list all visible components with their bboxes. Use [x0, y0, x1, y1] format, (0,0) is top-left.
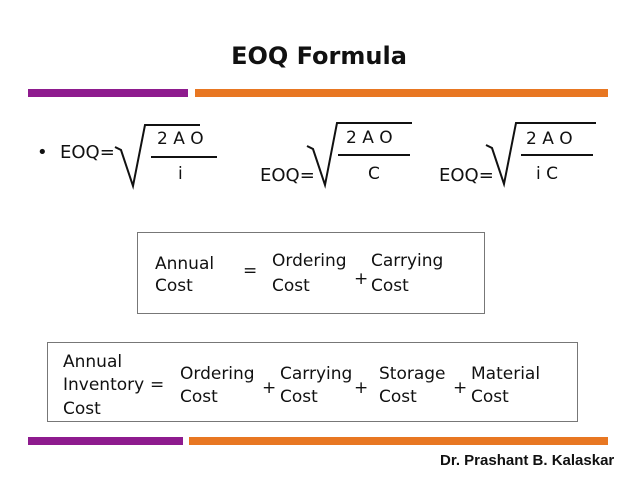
formula-1-denominator: i — [178, 164, 183, 184]
eq2-term-storage-line2: Cost — [379, 387, 417, 407]
top-accent-bar-purple — [28, 89, 188, 97]
formula-1-label: EOQ= — [60, 142, 115, 163]
eq2-term-carrying-line1: Carrying — [280, 364, 353, 384]
author-credit: Dr. Prashant B. Kalaskar — [440, 452, 615, 469]
equation-box-annual-inventory-cost — [47, 342, 578, 422]
eq1-equals: = — [243, 261, 258, 281]
eq2-equals: = — [150, 375, 165, 395]
eq1-term1-line2: Cost — [272, 276, 310, 296]
formula-2-denominator: C — [368, 164, 380, 184]
eq2-term-ordering-line1: Ordering — [180, 364, 255, 384]
top-accent-bar-orange — [195, 89, 608, 97]
fraction-bar-2 — [338, 154, 410, 156]
eq2-plus-2: + — [354, 378, 369, 398]
eq1-plus: + — [354, 269, 369, 289]
eq1-lhs-line2: Cost — [155, 276, 193, 296]
formula-2-numerator: 2 A O — [346, 128, 393, 148]
formula-3-label: EOQ= — [439, 165, 494, 186]
radical-sign-2 — [306, 122, 412, 189]
eq2-term-material-line2: Cost — [471, 387, 509, 407]
fraction-bar-1 — [151, 156, 217, 158]
bottom-accent-bar-purple — [28, 437, 183, 445]
bullet: • — [37, 142, 48, 163]
eq2-plus-1: + — [262, 378, 277, 398]
formula-3-denominator: i C — [536, 164, 558, 184]
eq2-term-storage-line1: Storage — [379, 364, 446, 384]
fraction-bar-3 — [521, 154, 593, 156]
eq1-lhs-line1: Annual — [155, 254, 215, 274]
radical-sign-3 — [485, 122, 596, 188]
formula-3-numerator: 2 A O — [526, 129, 573, 149]
eq2-term-material-line1: Material — [471, 364, 541, 384]
eq2-term-carrying-line2: Cost — [280, 387, 318, 407]
eq1-term2-line2: Cost — [371, 276, 409, 296]
formula-2-label: EOQ= — [260, 165, 315, 186]
eq2-lhs-line2: Inventory — [63, 375, 145, 395]
radical-sign-1 — [114, 124, 200, 190]
equation-box-annual-cost — [137, 232, 485, 314]
formula-1-numerator: 2 A O — [157, 129, 204, 149]
eq2-term-ordering-line2: Cost — [180, 387, 218, 407]
eq1-term2-line1: Carrying — [371, 251, 444, 271]
eq2-lhs-line1: Annual — [63, 352, 123, 372]
eq1-term1-line1: Ordering — [272, 251, 347, 271]
bottom-accent-bar-orange — [189, 437, 608, 445]
eq2-lhs-line3: Cost — [63, 399, 101, 419]
eq2-plus-3: + — [453, 378, 468, 398]
slide-title: EOQ Formula — [231, 42, 407, 70]
